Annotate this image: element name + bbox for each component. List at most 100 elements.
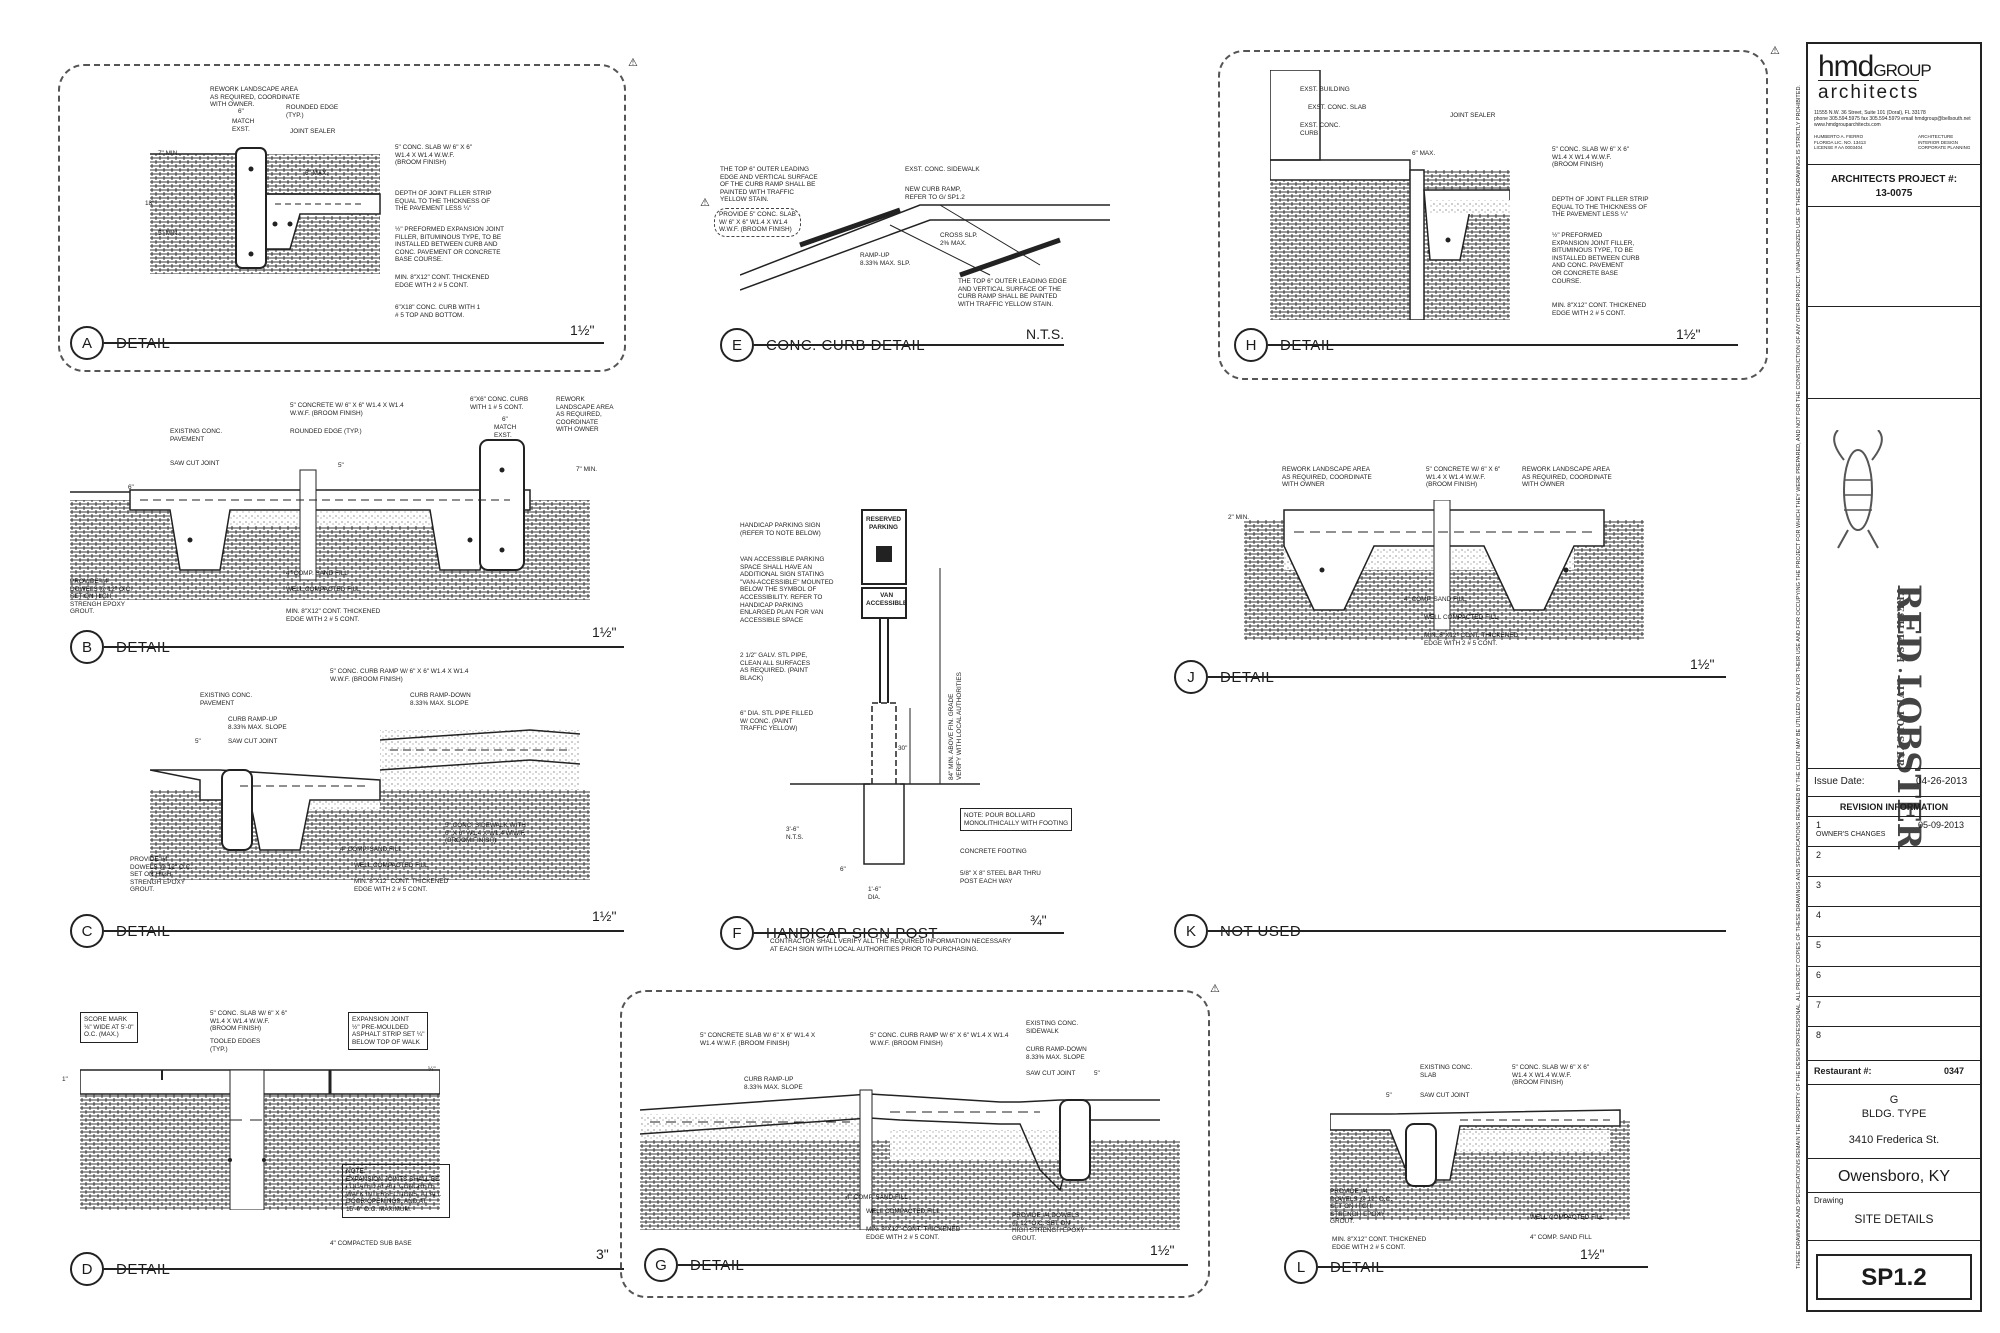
detail-j-drawing: [1244, 500, 1644, 640]
note-d-score: SCORE MARK: [84, 1016, 127, 1023]
detail-a-underline: [104, 342, 604, 344]
logo-hmd: hmdGROUP: [1818, 50, 1932, 84]
note-g-sand: 4" COMP. SAND FILL: [846, 1194, 908, 1201]
note-c-existing: EXISTING CONC. PAVEMENT: [200, 692, 253, 707]
note-f-vanacc: VAN ACCESSIBLE: [866, 592, 908, 607]
revision-number: 5: [1816, 940, 1822, 950]
note-l-thick: MIN. 8"X12" CONT. THICKENED EDGE WITH 2 …: [1332, 1236, 1427, 1251]
revision-number: 7: [1816, 1000, 1822, 1010]
revision-row: [1808, 846, 1980, 847]
logo-hmd-text: hmd: [1818, 50, 1874, 83]
note-d-expnote: ½" PRE-MOULDED ASPHALT STRIP SET ¼" BELO…: [352, 1023, 425, 1046]
note-b-match: MATCH EXST.: [494, 424, 517, 439]
note-c-dim1: 5": [195, 738, 201, 745]
note-f-footing: CONCRETE FOOTING: [960, 848, 1027, 855]
note-b-sand: 4" COMP. SAND FILL: [286, 570, 348, 577]
note-g-existing: EXISTING CONC. SIDEWALK: [1026, 1020, 1079, 1035]
note-a-filler: DEPTH OF JOINT FILLER STRIP EQUAL TO THE…: [395, 190, 492, 213]
revision-row: [1808, 876, 1980, 877]
note-b-dim3: 6": [502, 416, 508, 423]
note-a-dim3: 18": [145, 200, 155, 207]
detail-g-scale: 1½": [1150, 1242, 1175, 1258]
detail-h-scale: 1½": [1676, 326, 1701, 342]
note-g-slab: 5" CONCRETE SLAB W/ 6" x 6" W1.4 x W1.4 …: [700, 1032, 816, 1047]
restaurant-number: 0347: [1944, 1066, 1965, 1076]
note-j-sand: 4" COMP. SAND FILL: [1404, 596, 1466, 603]
detail-a-drawing: [150, 147, 381, 274]
note-g-rampdown: CURB RAMP-DOWN 8.33% MAX. SLOPE: [1026, 1046, 1087, 1061]
note-b-rework: REWORK LANDSCAPE AREA AS REQUIRED, COORD…: [556, 396, 614, 434]
revision-row: [1808, 966, 1980, 967]
revision-number: 8: [1816, 1030, 1822, 1040]
note-a-thick: MIN. 8"X12" CONT. THICKENED EDGE WITH 2 …: [395, 274, 490, 289]
note-f-bar: 5/8" x 8" STEEL BAR THRU POST EACH WAY: [960, 870, 1041, 885]
note-l-existing: EXISTING CONC. SLAB: [1420, 1064, 1473, 1079]
note-b-thick: MIN. 8"X12" CONT. THICKENED EDGE WITH 2 …: [286, 608, 381, 623]
tb-divider: [1808, 1084, 1980, 1085]
revision-number: 4: [1816, 910, 1822, 920]
sheet-number-box: SP1.2: [1816, 1254, 1972, 1300]
note-h-filler: DEPTH OF JOINT FILLER STRIP EQUAL TO THE…: [1552, 196, 1649, 219]
note-b-dim4: 7" MIN.: [576, 466, 598, 473]
detail-d-drawing: [80, 1069, 440, 1210]
revision-number: 1: [1816, 820, 1822, 830]
note-c-ramp: 5" CONC. CURB RAMP W/ 6" x 6" W1.4 x W1.…: [330, 668, 469, 683]
detail-g-title: G DETAIL: [644, 1248, 744, 1282]
revision-cloud-h: [1218, 50, 1768, 380]
note-f-reserved: RESERVED PARKING: [866, 516, 902, 531]
architect-address: 11555 N.W. 36 Street, Suite 101 (Doral),…: [1814, 110, 1971, 128]
note-d-slab: 5" CONC. SLAB W/ 6" x 6" W1.4 x W1.4 W.W…: [210, 1010, 288, 1033]
detail-k-letter: K: [1174, 914, 1208, 948]
note-f-contractor: CONTRACTOR SHALL VERIFY ALL THE REQUIRED…: [770, 938, 1012, 953]
detail-d-letter: D: [70, 1252, 104, 1286]
note-d-tooled: TOOLED EDGES (TYP.): [210, 1038, 261, 1053]
detail-e-scale: N.T.S.: [1026, 326, 1065, 342]
legal-note: THESE DRAWINGS AND SPECIFICATIONS REMAIN…: [1796, 85, 1802, 1269]
note-h-preformed: ½" PREFORMED EXPANSION JOINT FILLER, BIT…: [1552, 232, 1640, 285]
note-d-base: 4" COMPACTED SUB BASE: [330, 1240, 412, 1247]
note-l-dim1: 5": [1386, 1092, 1392, 1099]
detail-b-scale: 1½": [592, 624, 617, 640]
revision-delta-e: ⚠: [700, 197, 710, 209]
revision-date: 05-09-2013: [1918, 820, 1965, 830]
note-a-slab: 5" CONC. SLAB W/ 6" x 6" W1.4 x W1.4 W.W…: [395, 144, 473, 167]
drawing-title: SITE DETAILS: [1854, 1212, 1934, 1226]
detail-c-title: C DETAIL: [70, 914, 170, 948]
note-a-match: MATCH EXST.: [232, 118, 255, 133]
tb-divider: [1808, 1240, 1980, 1241]
note-c-thick: MIN. 8"X12" CONT. THICKENED EDGE WITH 2 …: [354, 878, 449, 893]
note-c-sand: 4" COMP. SAND FILL: [340, 846, 402, 853]
note-h-slab: EXST. CONC. SLAB: [1308, 104, 1367, 111]
note-c-sidewalk: 5" CONC. SIDEWALK WITH 6" x 6" W1.4 x W1…: [445, 822, 526, 845]
tb-divider: [1808, 1158, 1980, 1159]
note-h-curb: EXST. CONC. CURB: [1300, 122, 1341, 137]
note-a-rework: REWORK LANDSCAPE AREA AS REQUIRED, COORD…: [210, 86, 300, 109]
note-g-rampup: CURB RAMP-UP 8.33% MAX. SLOPE: [744, 1076, 803, 1091]
note-g-fill: WELL COMPACTED FILL: [866, 1208, 940, 1215]
revision-delta-g: ⚠: [1210, 983, 1220, 995]
drawing-label: Drawing: [1814, 1196, 1844, 1205]
note-b-saw: SAW CUT JOINT: [170, 460, 220, 467]
note-f-dim30: 30": [898, 745, 908, 752]
detail-d-underline: [104, 1268, 624, 1270]
sheet-number: SP1.2: [1861, 1264, 1927, 1291]
tb-divider: [1808, 164, 1980, 165]
detail-d-title: D DETAIL: [70, 1252, 170, 1286]
detail-c-scale: 1½": [592, 908, 617, 924]
detail-f-scale: ¾": [1030, 912, 1047, 928]
note-l-fill: WELL COMPACTED FILL: [1530, 1214, 1604, 1221]
note-e-provide: PROVIDE 5" CONC. SLAB W/ 6" x 6" W1.4 x …: [714, 208, 801, 237]
revision-row: [1808, 936, 1980, 937]
note-f-van: VAN ACCESSIBLE PARKING SPACE SHALL HAVE …: [740, 556, 834, 624]
note-j-thick: MIN. 8"X12" CONT. THICKENED EDGE WITH 2 …: [1424, 632, 1519, 647]
detail-f-letter: F: [720, 916, 754, 950]
revision-number: 6: [1816, 970, 1822, 980]
detail-l-drawing: [1330, 1109, 1630, 1220]
revision-cloud-a: [58, 64, 626, 372]
note-g-dim1: 5": [1094, 1070, 1100, 1077]
note-c-fill: WELL COMPACTED FILL: [354, 862, 428, 869]
note-a-rounded: ROUNDED EDGE (TYP.): [286, 104, 339, 119]
detail-l-scale: 1½": [1580, 1246, 1605, 1262]
